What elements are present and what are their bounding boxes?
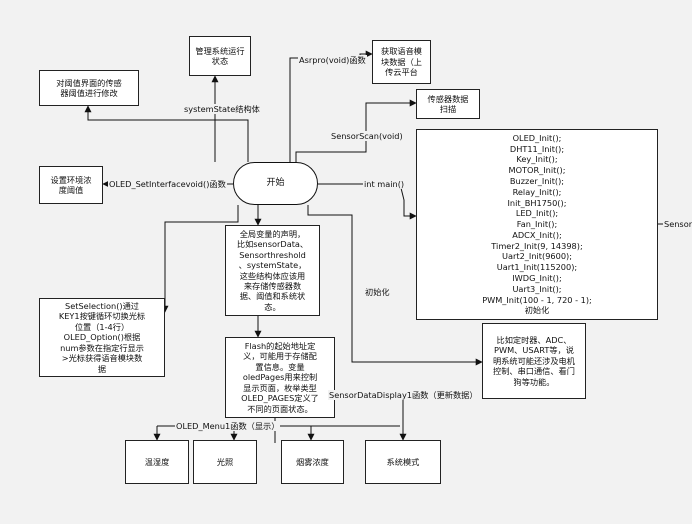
arrow-start-to-voice: [289, 50, 373, 162]
env-node: 设置环境浓 度阈值: [39, 166, 103, 204]
mode-node: 系统模式: [365, 440, 441, 484]
edge-label-init: 初始化: [364, 287, 391, 297]
edge-label-menu1: OLED_Menu1函数（显示）: [175, 421, 281, 431]
voice-node: 获取语音模 块数据（上 传云平台: [372, 40, 431, 84]
mgmt-node: 管理系统运行 状态: [189, 36, 251, 76]
start-label: 开始: [266, 178, 285, 189]
edge-label-sensor-scan: SensorScan(void): [330, 131, 404, 141]
flash-label: Flash的起始地址定 义，可能用于存储配 置信息。变量 oledPages用来…: [241, 341, 319, 414]
temp-node: 温湿度: [125, 440, 189, 484]
selection-node: SetSelection()通过 KEY1按键循环切换光标 位置（1-4行） O…: [39, 298, 165, 377]
temp-label: 温湿度: [144, 456, 170, 467]
globals-node: 全局变量的声明， 比如sensorData、 Sensorthreshold 、…: [225, 225, 320, 316]
threshold-node: 对阈值界面的传感 器阈值进行修改: [39, 70, 139, 106]
arrow-start-to-sensor: [295, 99, 417, 162]
arrow-flash-to-mode: [335, 394, 407, 441]
voice-label: 获取语音模 块数据（上 传云平台: [381, 46, 422, 78]
threshold-label: 对阈值界面的传感 器阈值进行修改: [56, 77, 122, 98]
edge-label-asrpro: Asrpro(void)函数: [298, 55, 367, 65]
init-list-label: OLED_Init(); DHT11_Init(); Key_Init(); M…: [482, 132, 592, 316]
smoke-node: 烟雾浓度: [281, 440, 344, 484]
light-label: 光照: [216, 456, 234, 467]
sensor-label: 传感器数据 扫描: [427, 93, 469, 114]
flash-node: Flash的起始地址定 义，可能用于存储配 置信息。变量 oledPages用来…: [225, 337, 335, 418]
smoke-label: 烟雾浓度: [296, 456, 329, 467]
edge-label-int-main: int main(): [363, 179, 406, 189]
timers-node: 比如定时器、ADC、 PWM、USART等，说 明系统可能还涉及电机 控制、串口…: [482, 323, 586, 399]
edge-label-system-state: systemState结构体: [183, 104, 261, 114]
env-label: 设置环境浓 度阈值: [50, 174, 92, 195]
edge-label-sensor-cut: Sensor: [663, 219, 692, 229]
timers-label: 比如定时器、ADC、 PWM、USART等，说 明系统可能还涉及电机 控制、串口…: [493, 334, 575, 387]
start-node: 开始: [233, 162, 318, 205]
selection-label: SetSelection()通过 KEY1按键循环切换光标 位置（1-4行） O…: [58, 301, 146, 374]
light-node: 光照: [193, 440, 257, 484]
globals-label: 全局变量的声明， 比如sensorData、 Sensorthreshold 、…: [236, 228, 309, 312]
edge-label-display1: SensorDataDisplay1函数（更新数据）: [328, 390, 479, 400]
init-list-node: OLED_Init(); DHT11_Init(); Key_Init(); M…: [416, 129, 658, 320]
edge-label-oled-interface: OLED_SetInterfacevoid()函数: [108, 179, 227, 189]
mode-label: 系统模式: [386, 456, 420, 467]
mgmt-label: 管理系统运行 状态: [195, 45, 245, 66]
arrow-start-to-selection: [161, 205, 239, 313]
sensor-node: 传感器数据 扫描: [416, 89, 480, 119]
arrow-start-to-timers: [307, 205, 483, 366]
arrow-start-to-threshold: [84, 105, 249, 162]
